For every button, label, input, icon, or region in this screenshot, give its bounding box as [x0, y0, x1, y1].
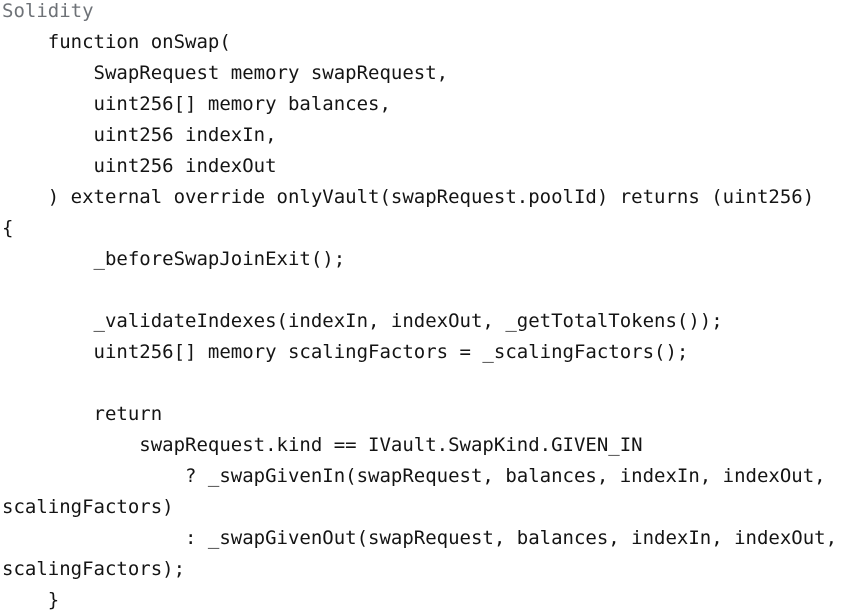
code-line: SwapRequest memory swapRequest, [2, 62, 449, 84]
code-line: _validateIndexes(indexIn, indexOut, _get… [2, 310, 723, 332]
code-line [2, 368, 843, 399]
code-line [2, 275, 843, 306]
code-line: : _swapGivenOut(swapRequest, balances, i… [2, 527, 838, 549]
code-line: } [2, 589, 60, 611]
code-line: scalingFactors); [2, 558, 186, 580]
code-line: uint256[] memory scalingFactors = _scali… [2, 341, 689, 363]
code-line: { [2, 217, 14, 239]
code-line: _beforeSwapJoinExit(); [2, 248, 346, 270]
code-line: uint256 indexOut [2, 155, 277, 177]
code-line: scalingFactors) [2, 496, 174, 518]
code-line: return [2, 403, 163, 425]
language-label: Solidity [2, 0, 94, 22]
code-line: swapRequest.kind == IVault.SwapKind.GIVE… [2, 434, 643, 456]
code-line: uint256[] memory balances, [2, 93, 391, 115]
code-line: function onSwap( [2, 31, 231, 53]
code-line: ) external override onlyVault(swapReques… [2, 186, 815, 208]
code-line: ? _swapGivenIn(swapRequest, balances, in… [2, 465, 826, 487]
code-line: uint256 indexIn, [2, 124, 277, 146]
